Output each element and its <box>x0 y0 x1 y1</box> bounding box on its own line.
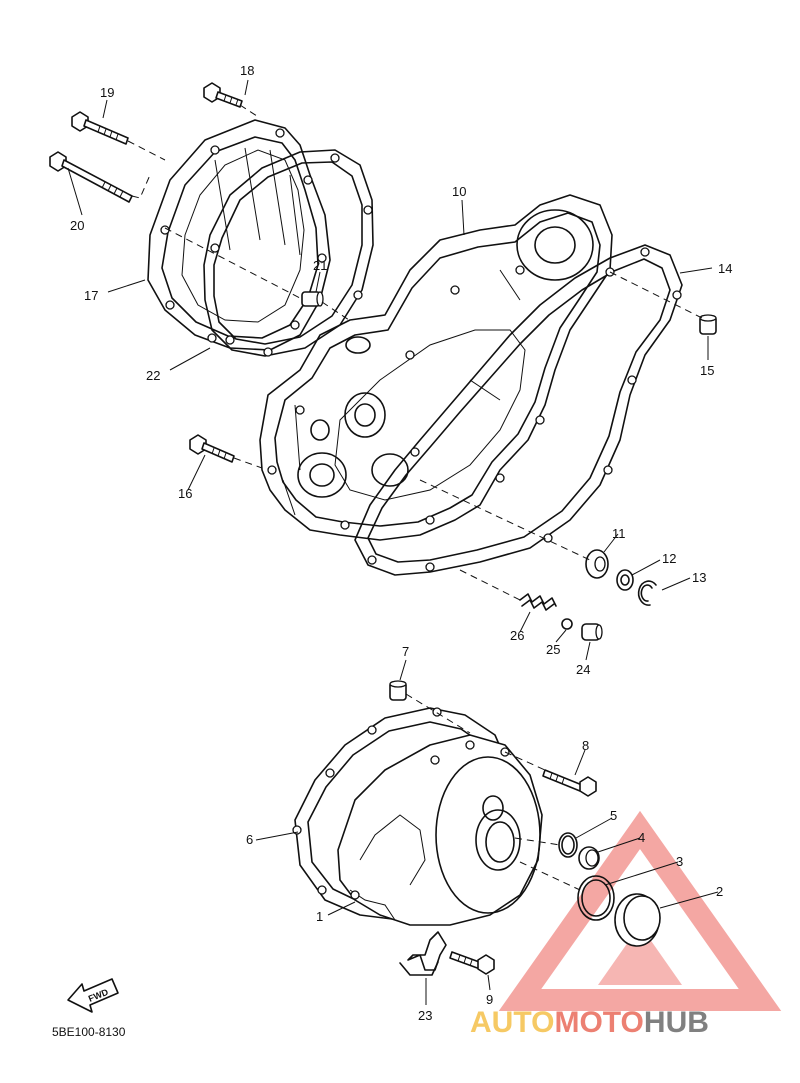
part-7-dowel-pin <box>389 680 407 701</box>
callout-1: 1 <box>316 909 323 924</box>
part-23-clamp <box>399 931 447 976</box>
upper-alignment-lines <box>127 104 703 601</box>
callout-10: 10 <box>452 184 466 199</box>
part-3-o-ring-large <box>577 875 615 921</box>
watermark-text: AUTOMOTOHUB <box>470 1006 709 1039</box>
diagram-code: 5BE100-8130 <box>52 1025 126 1039</box>
callout-25: 25 <box>546 642 560 657</box>
part-1-magneto-cover <box>337 734 543 926</box>
part-16-bolt <box>189 434 235 463</box>
watermark-triangle <box>498 810 782 1011</box>
part-8-bolt <box>542 769 597 797</box>
callout-17: 17 <box>84 288 98 303</box>
callout-11: 11 <box>612 526 626 541</box>
callout-23: 23 <box>418 1008 432 1023</box>
callout-20: 20 <box>70 218 84 233</box>
part-26-spring <box>519 593 557 611</box>
part-25-ball <box>561 618 573 630</box>
callout-19: 19 <box>100 85 114 100</box>
callout-8: 8 <box>582 738 589 753</box>
lower-alignment-lines <box>405 693 581 891</box>
callout-4: 4 <box>638 830 645 845</box>
part-13-circlip <box>637 580 657 606</box>
part-19-bolt <box>71 111 129 145</box>
part-18-bolt-short <box>203 82 243 108</box>
part-2-cap <box>614 893 661 947</box>
watermark-hub: HUB <box>644 1006 709 1039</box>
part-21-dowel-pin <box>301 291 324 307</box>
part-22-cover-gasket <box>203 149 374 357</box>
part-24-collar <box>581 623 603 641</box>
callout-7: 7 <box>402 644 409 659</box>
callout-14: 14 <box>718 261 732 276</box>
watermark-logo: AUTOMOTOHUB <box>470 810 782 1039</box>
callout-24: 24 <box>576 662 590 677</box>
leader-lines <box>67 79 719 1005</box>
callout-26: 26 <box>510 628 524 643</box>
callout-2: 2 <box>716 884 723 899</box>
callout-21: 21 <box>313 258 327 273</box>
part-11-oil-seal <box>585 549 609 579</box>
part-12-washer <box>616 569 634 591</box>
callout-3: 3 <box>676 854 683 869</box>
part-17-clutch-cover <box>147 119 331 351</box>
callout-16: 16 <box>178 486 192 501</box>
callout-22: 22 <box>146 368 160 383</box>
part-10-crankcase-cover <box>259 194 613 541</box>
callout-15: 15 <box>700 363 714 378</box>
callout-12: 12 <box>662 551 676 566</box>
part-5-o-ring <box>558 832 578 858</box>
callout-6: 6 <box>246 832 253 847</box>
part-9-bolt <box>449 951 495 975</box>
callout-numbers: 18 19 20 17 21 22 10 14 15 16 11 12 13 2… <box>70 63 732 1023</box>
watermark-auto: AUTO <box>470 1006 554 1039</box>
part-15-dowel-pin <box>699 314 717 335</box>
part-14-crankcase-gasket <box>354 244 683 576</box>
callout-18: 18 <box>240 63 254 78</box>
callout-9: 9 <box>486 992 493 1007</box>
part-20-bolt-long <box>49 151 133 203</box>
part-4-plug <box>578 846 600 870</box>
watermark-moto: MOTO <box>554 1006 643 1039</box>
callout-5: 5 <box>610 808 617 823</box>
callout-13: 13 <box>692 570 706 585</box>
fwd-arrow: FWD <box>67 978 119 1013</box>
